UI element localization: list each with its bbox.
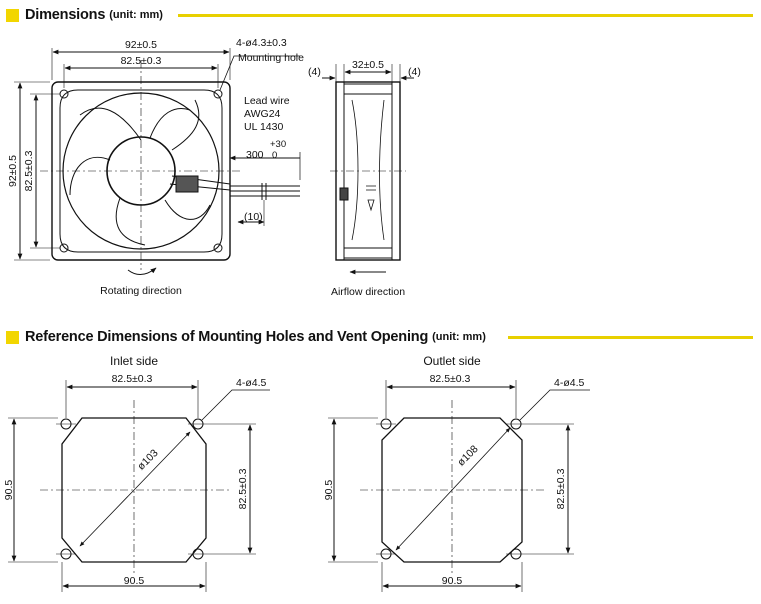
outlet-dim-width: 90.5: [442, 575, 463, 587]
inlet-title: Inlet side: [110, 354, 158, 368]
label-mounting-hole: Mounting hole: [238, 52, 304, 64]
dim-depth: 32±0.5: [352, 59, 384, 71]
dim-offset-left: (4): [308, 66, 321, 78]
section-header-reference: Reference Dimensions of Mounting Holes a…: [6, 327, 486, 347]
section-header-dimensions: Dimensions (unit: mm): [6, 5, 163, 25]
inlet-dim-pitch-top: 82.5±0.3: [112, 373, 153, 385]
section-marker-icon: [6, 330, 19, 344]
section-divider: [508, 336, 753, 339]
inlet-view: [8, 380, 270, 592]
section-marker-icon: [6, 8, 19, 22]
mounting-hole: [59, 89, 69, 99]
section-unit: (unit: mm): [432, 331, 486, 343]
dim-holes: 4-ø4.3±0.3: [236, 37, 287, 49]
dim-height-outer: 92±0.5: [7, 155, 19, 187]
inlet-dim-height: 90.5: [3, 480, 15, 501]
mounting-hole: [213, 89, 223, 99]
dim-width-outer: 92±0.5: [125, 39, 157, 51]
section-divider: [178, 14, 753, 17]
outlet-dim-height: 90.5: [323, 480, 335, 501]
outlet-title: Outlet side: [423, 354, 481, 368]
side-view: [322, 64, 414, 275]
inlet-dim-diameter: ø103: [135, 447, 161, 473]
side-view-labels: 32±0.5 (4) (4) Airflow direction: [308, 59, 421, 298]
label-rotating-direction: Rotating direction: [100, 285, 182, 297]
dim-height-pitch: 82.5±0.3: [23, 150, 35, 191]
dim-offset-right: (4): [408, 66, 421, 78]
dim-lead-tolerance-low: 0: [272, 150, 277, 161]
inlet-dim-holes: 4-ø4.5: [236, 377, 267, 389]
section-title: Reference Dimensions of Mounting Holes a…: [25, 329, 429, 345]
dim-width-pitch: 82.5±0.3: [121, 55, 162, 67]
mounting-hole: [213, 243, 223, 253]
label-airflow-direction: Airflow direction: [331, 286, 405, 298]
section-unit: (unit: mm): [109, 9, 163, 21]
label-ul: UL 1430: [244, 121, 283, 133]
dim-lead-length: 300: [246, 149, 264, 161]
outlet-dim-pitch-right: 82.5±0.3: [555, 468, 567, 509]
outlet-dim-pitch-top: 82.5±0.3: [430, 373, 471, 385]
outlet-dim-holes: 4-ø4.5: [554, 377, 585, 389]
outlet-view: [328, 380, 590, 592]
front-view: [14, 48, 301, 275]
inlet-labels: Inlet side 82.5±0.3 4-ø4.5 ø103 90.5 82.…: [3, 354, 267, 587]
outlet-labels: Outlet side 82.5±0.3 4-ø4.5 ø108 90.5 82…: [323, 354, 585, 587]
section-title: Dimensions: [25, 7, 106, 23]
mounting-hole: [59, 243, 69, 253]
dim-lead-tolerance: +30: [270, 139, 286, 150]
inlet-dim-width: 90.5: [124, 575, 145, 587]
inlet-dim-pitch-right: 82.5±0.3: [237, 468, 249, 509]
front-view-labels: 92±0.5 82.5±0.3 4-ø4.3±0.3 Mounting hole…: [7, 37, 304, 297]
outlet-dim-diameter: ø108: [455, 443, 481, 469]
label-awg: AWG24: [244, 108, 281, 120]
dim-strip-length: (10): [244, 211, 263, 223]
label-lead-wire: Lead wire: [244, 95, 290, 107]
